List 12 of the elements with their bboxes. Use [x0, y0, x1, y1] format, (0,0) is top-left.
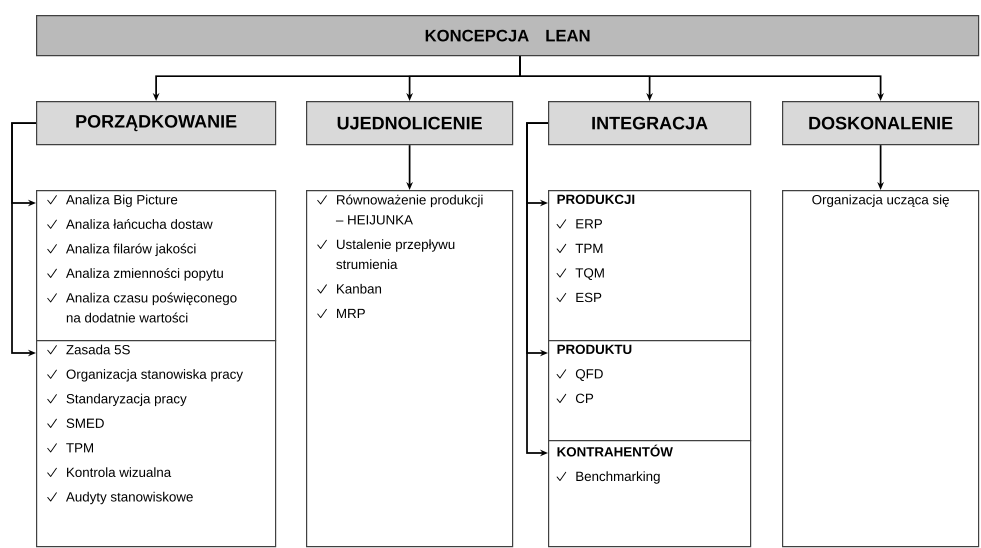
list-box: Równoważenie produkcji – HEIJUNKA Ustalenie przepływu strumienia Kanban MRP: [306, 190, 514, 548]
category-box: PORZĄDKOWANIE: [36, 101, 276, 146]
list-box: Zasada 5S Organizacja stanowiska pracy Standaryzacja pracy SMED TPM Kontrola wizualna Audyty stanowiskowe: [36, 340, 276, 548]
list-box: KONTRAHENTÓW Benchmarking: [548, 440, 752, 548]
list-box: PRODUKCJI ERP TPM TQM ESP: [548, 190, 752, 342]
list-box: Analiza Big Picture Analiza łańcucha dostaw Analiza filarów jakości Analiza zmienności popytu Analiza czasu poświęconego na dodatnie wartości: [36, 190, 276, 342]
list-box: PRODUKTU QFD CP: [548, 340, 752, 442]
category-box: UJEDNOLICENIE: [306, 101, 514, 146]
category-box: INTEGRACJA: [548, 101, 752, 146]
list-box: Organizacja ucząca się: [782, 190, 980, 548]
title-box: KONCEPCJA LEAN: [36, 15, 980, 56]
category-box: DOSKONALENIE: [782, 101, 980, 146]
